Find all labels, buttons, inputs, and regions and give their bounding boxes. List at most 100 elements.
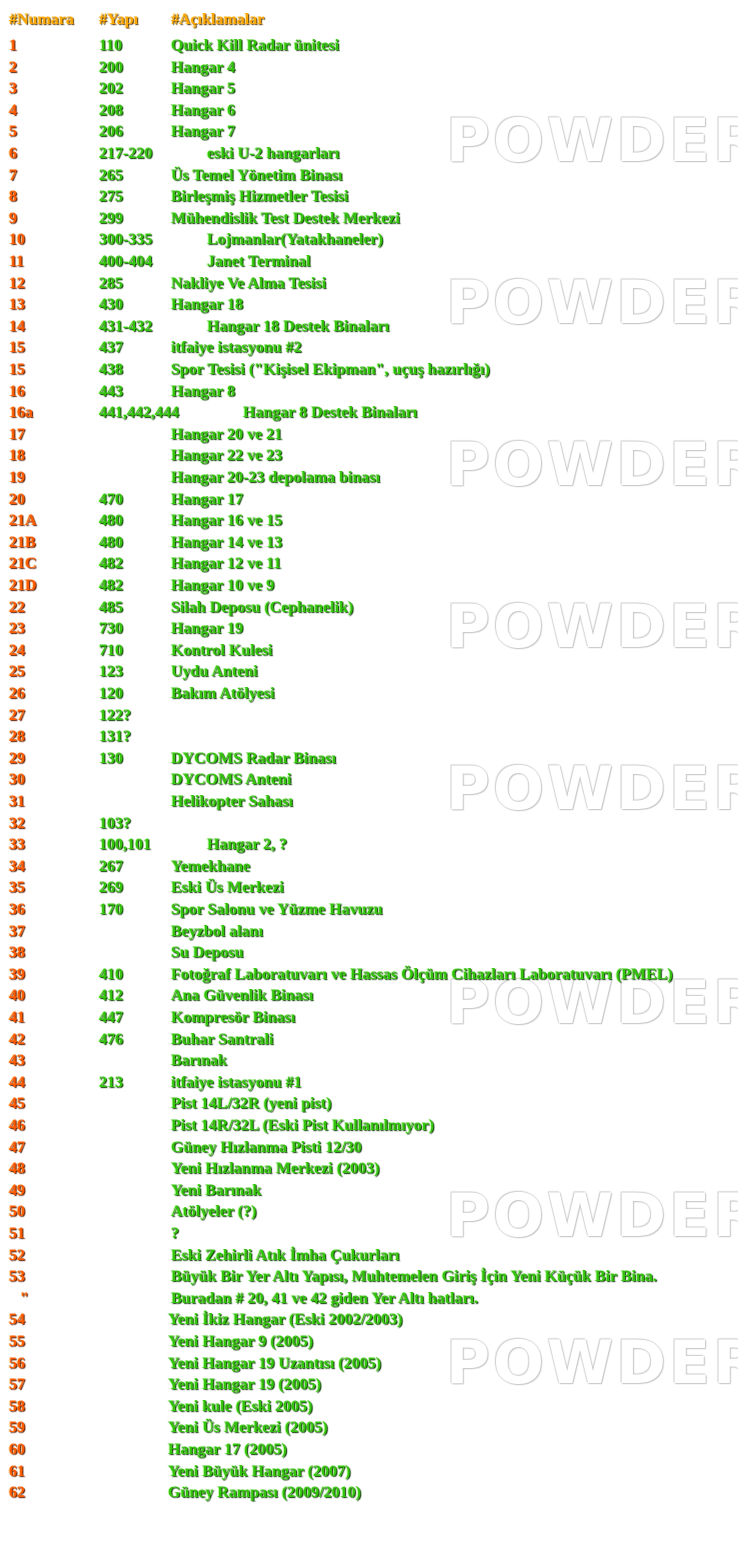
row-description: itfaiye istasyonu #1 [171,1073,302,1091]
row-number: 11 [9,253,25,270]
row-description: Güney Hızlanma Pisti 12/30 [171,1138,362,1156]
row-description: itfaiye istasyonu #2 [171,339,302,357]
row-description: Mühendislik Test Destek Merkezi [171,209,400,227]
row-description: Pist 14L/32R (yeni pist) [171,1095,332,1113]
row-number: 31 [9,793,25,810]
row-number: 21D [9,577,37,594]
row-number: 27 [9,706,25,724]
row-building: 443 [99,382,123,400]
row-building: 285 [99,274,123,292]
row-building: 200 [99,58,123,76]
row-building: 213 [99,1073,123,1091]
row-description: Hangar 16 ve 15 [171,512,283,530]
row-building: 431-432 [99,317,153,335]
row-number: 62 [9,1484,25,1502]
row-number: 56 [9,1354,25,1372]
row-number: 48 [9,1160,25,1178]
row-number: 6 [9,145,17,162]
row-description: Hangar 18 Destek Binaları [207,317,390,335]
row-description: Hangar 6 [171,101,236,119]
row-description: Yeni kule (Eski 2005) [168,1397,313,1415]
row-number: 34 [9,857,25,875]
row-building: 480 [99,533,123,551]
row-building: 430 [99,296,123,314]
row-number: 33 [9,836,25,854]
row-description: Yeni İkiz Hangar (Eski 2002/2003) [168,1311,403,1329]
row-number: 59 [9,1419,25,1437]
row-number: 15 [9,339,25,357]
row-number: 51 [9,1225,25,1242]
row-description: Yeni Hangar 19 (2005) [168,1376,322,1394]
row-description: Nakliye Ve Alma Tesisi [171,274,327,292]
table-row: 62 Güney Rampası (2009/2010) [0,1482,738,1504]
row-building: 410 [99,965,123,983]
row-description: Hangar 17 [171,490,244,508]
row-number: 23 [9,620,25,638]
row-number: 52 [9,1246,25,1264]
row-description: Kontrol Kulesi [171,641,273,659]
row-building: 100,101 [99,836,151,854]
row-number: 36 [9,901,25,918]
row-number: 19 [9,469,25,486]
row-description: Lojmanlar(Yatakhaneler) [207,231,383,249]
row-description: Güney Rampası (2009/2010) [168,1484,361,1502]
row-number: 41 [9,1009,25,1026]
row-description: Hangar 12 ve 11 [171,555,282,573]
row-number: 13 [9,296,25,314]
row-building: 710 [99,641,123,659]
header-row: #Numara #Yapı #Açıklamalar [0,9,738,31]
row-description: ? [171,1225,179,1242]
row-description: Ana Güvenlik Binası [171,987,314,1005]
row-number: 5 [9,123,17,141]
row-number: 21A [9,512,37,530]
table-row: 14 431-432 Hangar 18 Destek Binaları [0,316,738,338]
row-description: Hangar 7 [171,123,236,141]
header-description: #Açıklamalar [171,11,265,28]
row-number: 55 [9,1333,25,1350]
row-description: Yemekhane [171,857,251,875]
row-building: 476 [99,1030,123,1048]
row-number: 14 [9,317,25,335]
row-number: 2 [9,58,17,76]
row-building: 217-220 [99,145,153,162]
row-number: 16 [9,382,25,400]
row-number: 25 [9,663,25,681]
row-description: Eski Zehirli Atık İmha Çukurları [171,1246,400,1264]
row-description: Atölyeler (?) [171,1203,257,1221]
row-building: 485 [99,598,123,616]
row-description: Hangar 8 [171,382,236,400]
row-building: 730 [99,620,123,638]
row-building: 123 [99,663,123,681]
row-description: Pist 14R/32L (Eski Pist Kullanılmıyor) [171,1117,435,1134]
row-number: 49 [9,1181,25,1199]
row-number: 21B [9,533,36,551]
row-description: Eski Üs Merkezi [171,879,284,897]
row-number: 29 [9,749,25,767]
row-number: 1 [9,37,17,54]
row-number: 50 [9,1203,25,1221]
row-building: 299 [99,209,123,227]
row-building: 400-404 [99,253,153,270]
row-description: Yeni Büyük Hangar (2007) [168,1462,351,1480]
row-building: 441,442,444 [99,404,179,422]
row-building: 110 [99,37,123,54]
table-row: "Buradan # 20, 41 ve 42 giden Yer Altı h… [0,1288,738,1310]
